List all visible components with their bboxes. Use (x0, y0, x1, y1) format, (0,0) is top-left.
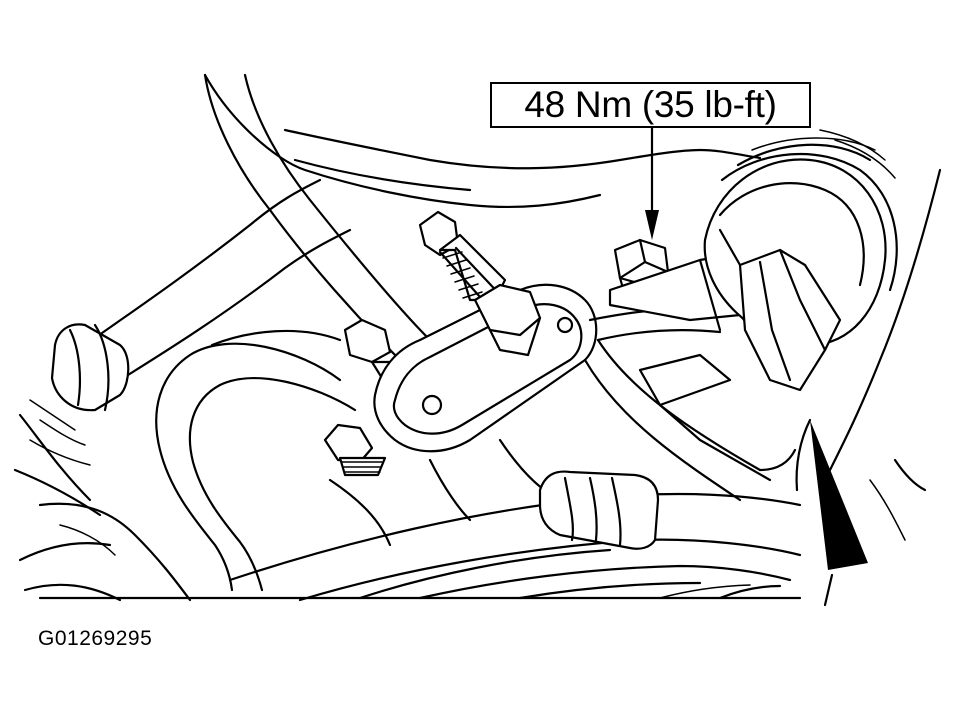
pump-cylinder (703, 129, 898, 392)
lower-ribbed-housing (228, 438, 802, 602)
right-frame-lines (828, 168, 942, 541)
flange-plate (373, 283, 598, 453)
torque-label: 48 Nm (35 lb-ft) (524, 84, 777, 125)
upper-hose-lines (203, 73, 762, 209)
stud-bolt (418, 210, 542, 357)
u-shaped-pipe (155, 329, 357, 592)
pointer-arrow (795, 418, 868, 607)
figure-id: G01269295 (38, 627, 153, 650)
left-body-lines (13, 413, 192, 602)
center-boss (538, 470, 660, 550)
torque-callout-box: 48 Nm (35 lb-ft) (490, 82, 811, 128)
callout-leader (645, 126, 659, 240)
left-hose (29, 178, 352, 466)
